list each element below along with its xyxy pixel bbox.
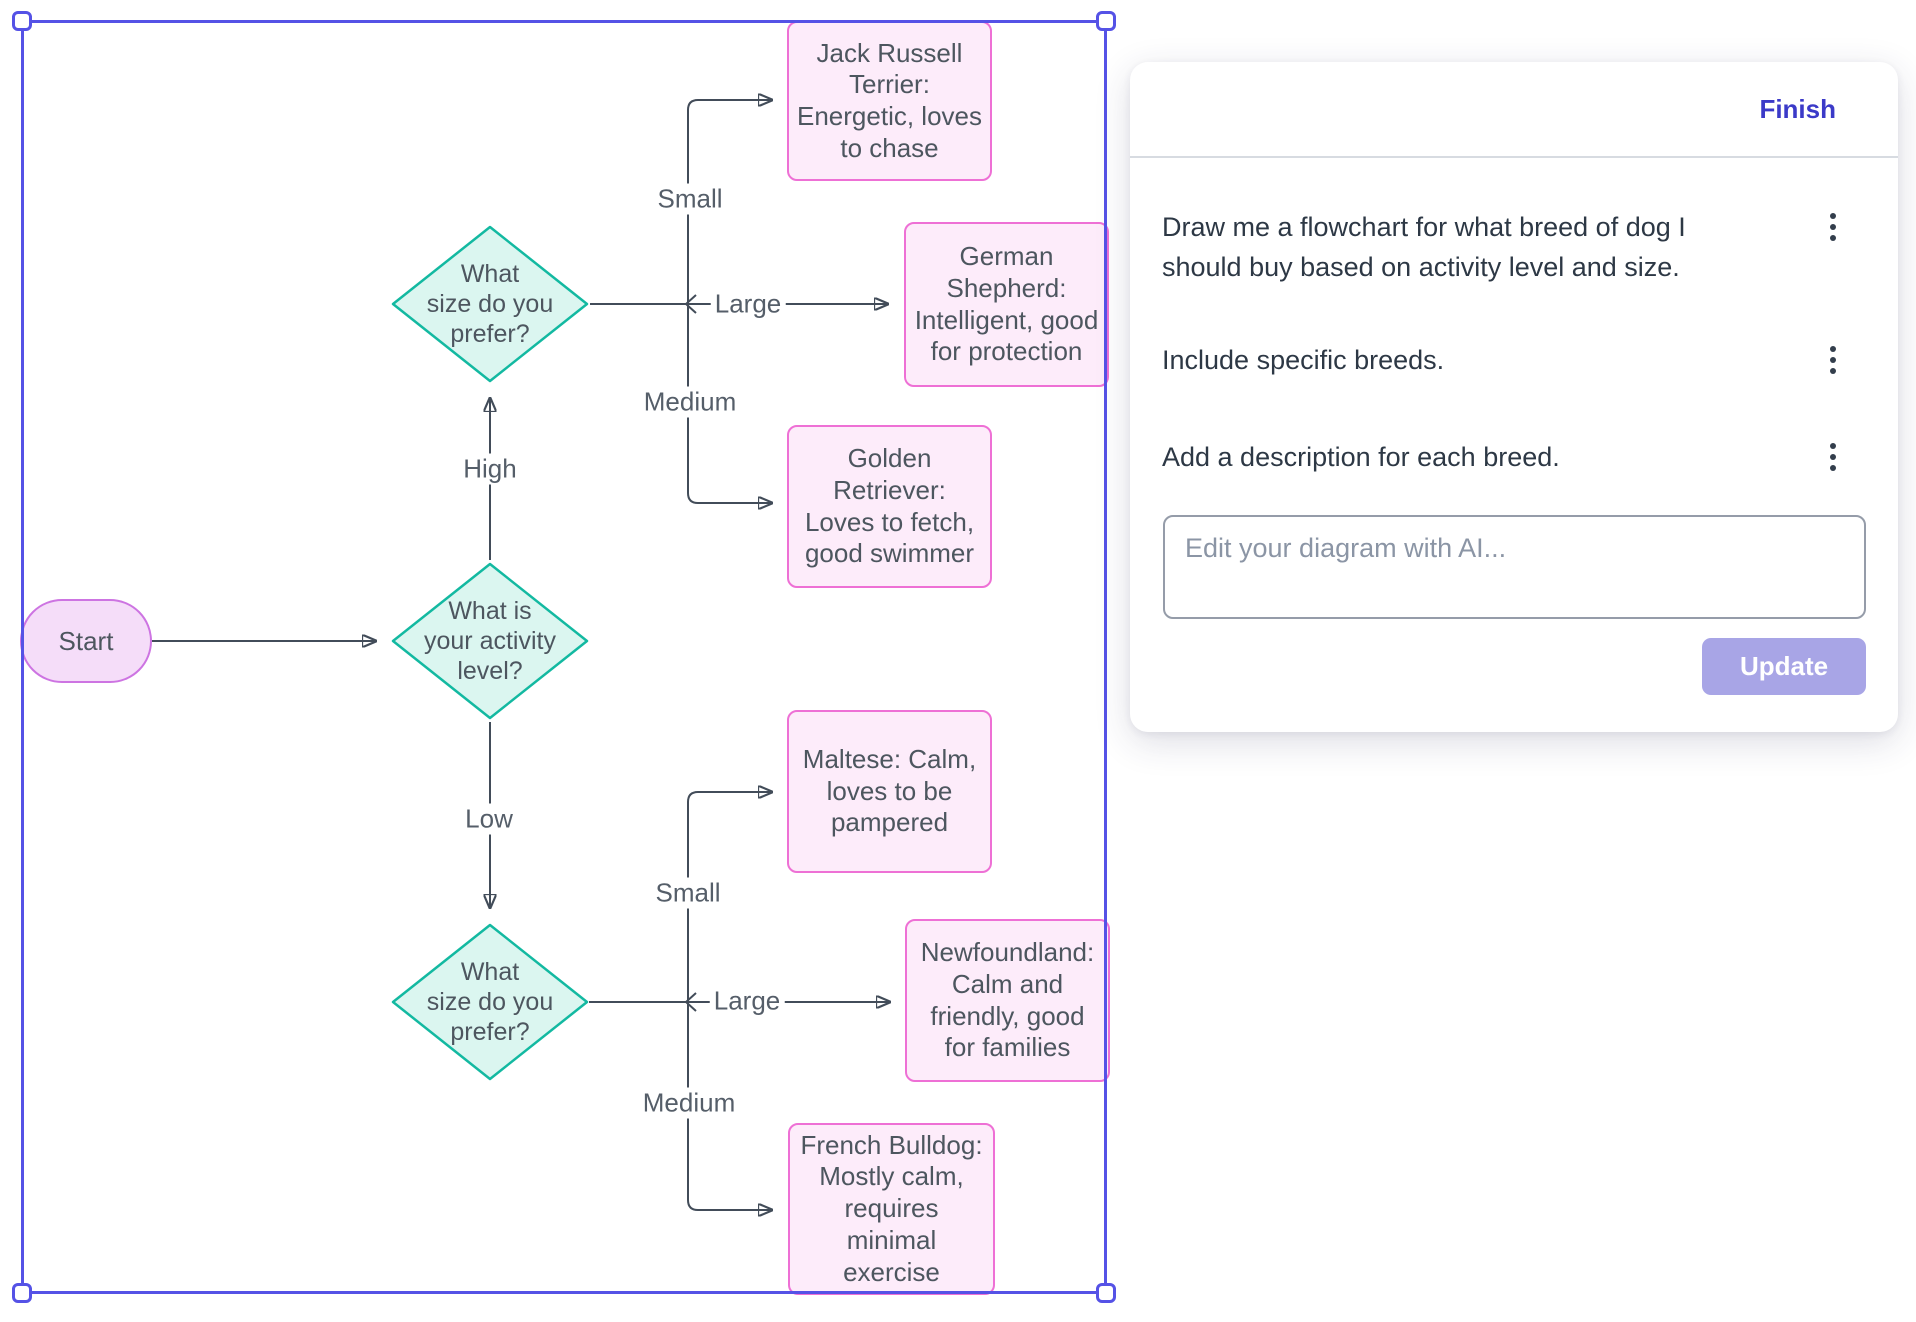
- process-node-jack-russell-label: Jack Russell Terrier: Energetic, loves t…: [797, 37, 982, 163]
- prompt-row: Draw me a flowchart for what breed of do…: [1162, 207, 1844, 287]
- decision-node-size-top[interactable]: What size do you prefer?: [391, 225, 589, 383]
- edge-label-medium-bottom[interactable]: Medium: [638, 1087, 740, 1119]
- decision-node-activity-label: What is your activity level?: [424, 597, 556, 685]
- ai-edit-input[interactable]: [1163, 515, 1866, 619]
- kebab-menu-icon[interactable]: [1822, 340, 1844, 380]
- edge-label-small-top[interactable]: Small: [653, 183, 727, 215]
- decision-node-activity[interactable]: What is your activity level?: [391, 562, 589, 720]
- prompt-text-3: Add a description for each breed.: [1162, 442, 1560, 472]
- edge-medium-top: [687, 304, 772, 503]
- ai-panel-header: Finish: [1130, 62, 1898, 158]
- update-button[interactable]: Update: [1702, 638, 1866, 695]
- junction-chevron-bottom: [684, 992, 697, 1012]
- edge-label-large-top[interactable]: Large: [710, 288, 786, 320]
- process-node-german-shepherd-label: German Shepherd: Intelligent, good for p…: [914, 241, 1099, 367]
- process-node-maltese[interactable]: Maltese: Calm, loves to be pampered: [787, 710, 992, 873]
- selection-handle-bottom-left[interactable]: [12, 1283, 32, 1303]
- ai-edit-panel: Finish Draw me a flowchart for what bree…: [1130, 62, 1898, 732]
- process-node-golden-retriever-label: Golden Retriever: Loves to fetch, good s…: [804, 443, 975, 569]
- process-node-german-shepherd[interactable]: German Shepherd: Intelligent, good for p…: [904, 222, 1109, 387]
- start-node-label: Start: [58, 625, 114, 656]
- prompt-row: Add a description for each breed.: [1162, 437, 1844, 477]
- junction-chevron-top: [684, 294, 697, 314]
- edge-label-small-bottom[interactable]: Small: [651, 877, 725, 909]
- edge-label-low[interactable]: Low: [461, 803, 517, 835]
- process-node-newfoundland[interactable]: Newfoundland: Calm and friendly, good fo…: [905, 919, 1110, 1082]
- edge-label-medium-top[interactable]: Medium: [639, 386, 741, 418]
- prompt-text-2: Include specific breeds.: [1162, 345, 1445, 375]
- kebab-menu-icon[interactable]: [1822, 207, 1844, 247]
- process-node-golden-retriever[interactable]: Golden Retriever: Loves to fetch, good s…: [787, 425, 992, 588]
- decision-node-size-top-label: What size do you prefer?: [426, 260, 554, 348]
- prompt-row: Include specific breeds.: [1162, 340, 1844, 380]
- edge-medium-bottom: [687, 1002, 772, 1210]
- edge-small-bottom: [687, 792, 772, 1002]
- selection-handle-top-left[interactable]: [12, 11, 32, 31]
- edge-label-large-bottom[interactable]: Large: [709, 985, 785, 1017]
- process-node-newfoundland-label: Newfoundland: Calm and friendly, good fo…: [920, 937, 1095, 1063]
- kebab-menu-icon[interactable]: [1822, 437, 1844, 477]
- edge-label-high[interactable]: High: [459, 453, 521, 485]
- prompt-text-1: Draw me a flowchart for what breed of do…: [1162, 212, 1686, 282]
- selection-handle-bottom-right[interactable]: [1096, 1283, 1116, 1303]
- finish-button[interactable]: Finish: [1759, 93, 1836, 124]
- process-node-french-bulldog-label: French Bulldog: Mostly calm, requires mi…: [800, 1129, 983, 1287]
- start-node[interactable]: Start: [20, 599, 152, 683]
- decision-node-size-bottom[interactable]: What size do you prefer?: [391, 923, 589, 1081]
- decision-node-size-bottom-label: What size do you prefer?: [426, 958, 554, 1046]
- edge-small-top: [687, 100, 772, 304]
- selection-handle-top-right[interactable]: [1096, 11, 1116, 31]
- process-node-jack-russell[interactable]: Jack Russell Terrier: Energetic, loves t…: [787, 21, 992, 181]
- process-node-maltese-label: Maltese: Calm, loves to be pampered: [802, 743, 977, 838]
- process-node-french-bulldog[interactable]: French Bulldog: Mostly calm, requires mi…: [788, 1123, 995, 1295]
